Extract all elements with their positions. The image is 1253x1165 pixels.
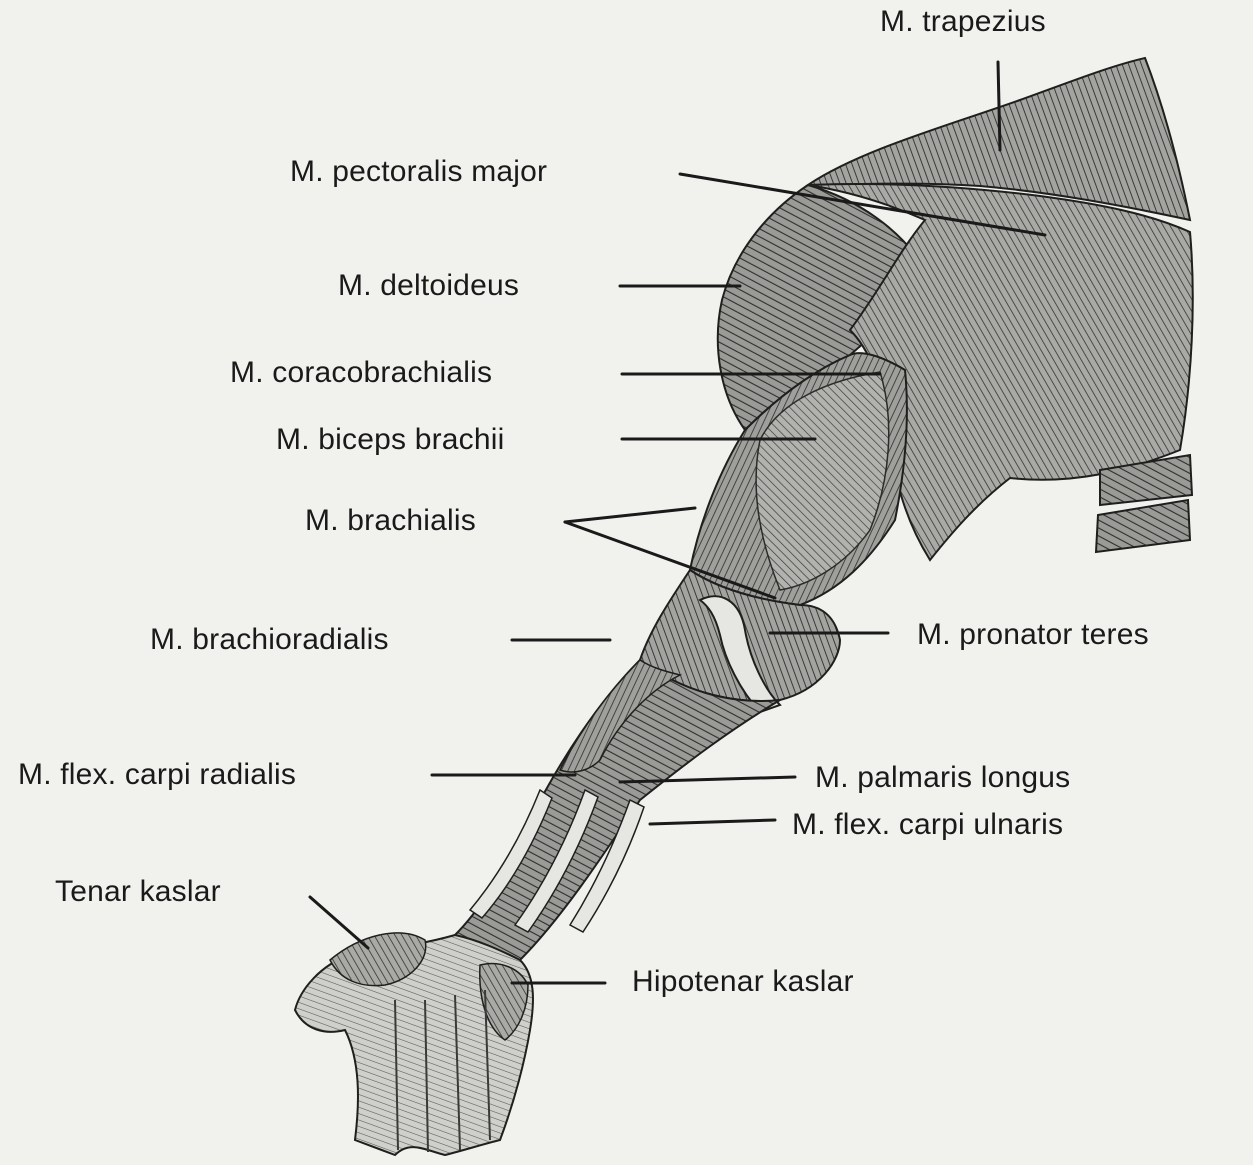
- label-flex-carpi-ulnaris: M. flex. carpi ulnaris: [792, 807, 1063, 843]
- label-hipotenar: Hipotenar kaslar: [632, 964, 854, 1000]
- label-palmaris-longus: M. palmaris longus: [815, 760, 1070, 796]
- label-tenar: Tenar kaslar: [55, 874, 221, 910]
- label-deltoideus: M. deltoideus: [338, 268, 519, 304]
- label-pronator-teres: M. pronator teres: [917, 617, 1149, 653]
- label-coracobrachialis: M. coracobrachialis: [230, 355, 492, 391]
- label-brachialis: M. brachialis: [305, 503, 476, 539]
- label-biceps-brachii: M. biceps brachii: [276, 422, 505, 458]
- label-brachioradialis: M. brachioradialis: [150, 622, 389, 658]
- leader-tenar: [310, 897, 368, 948]
- leader-flex-carpi-ulnaris: [650, 820, 775, 824]
- label-pectoralis-major: M. pectoralis major: [290, 154, 547, 190]
- cut-chest-bands: [1096, 455, 1192, 552]
- label-trapezius: M. trapezius: [880, 4, 1046, 40]
- leader-trapezius: [998, 62, 1000, 150]
- leader-brachialis-a: [565, 508, 695, 522]
- label-flex-carpi-radialis: M. flex. carpi radialis: [18, 757, 296, 793]
